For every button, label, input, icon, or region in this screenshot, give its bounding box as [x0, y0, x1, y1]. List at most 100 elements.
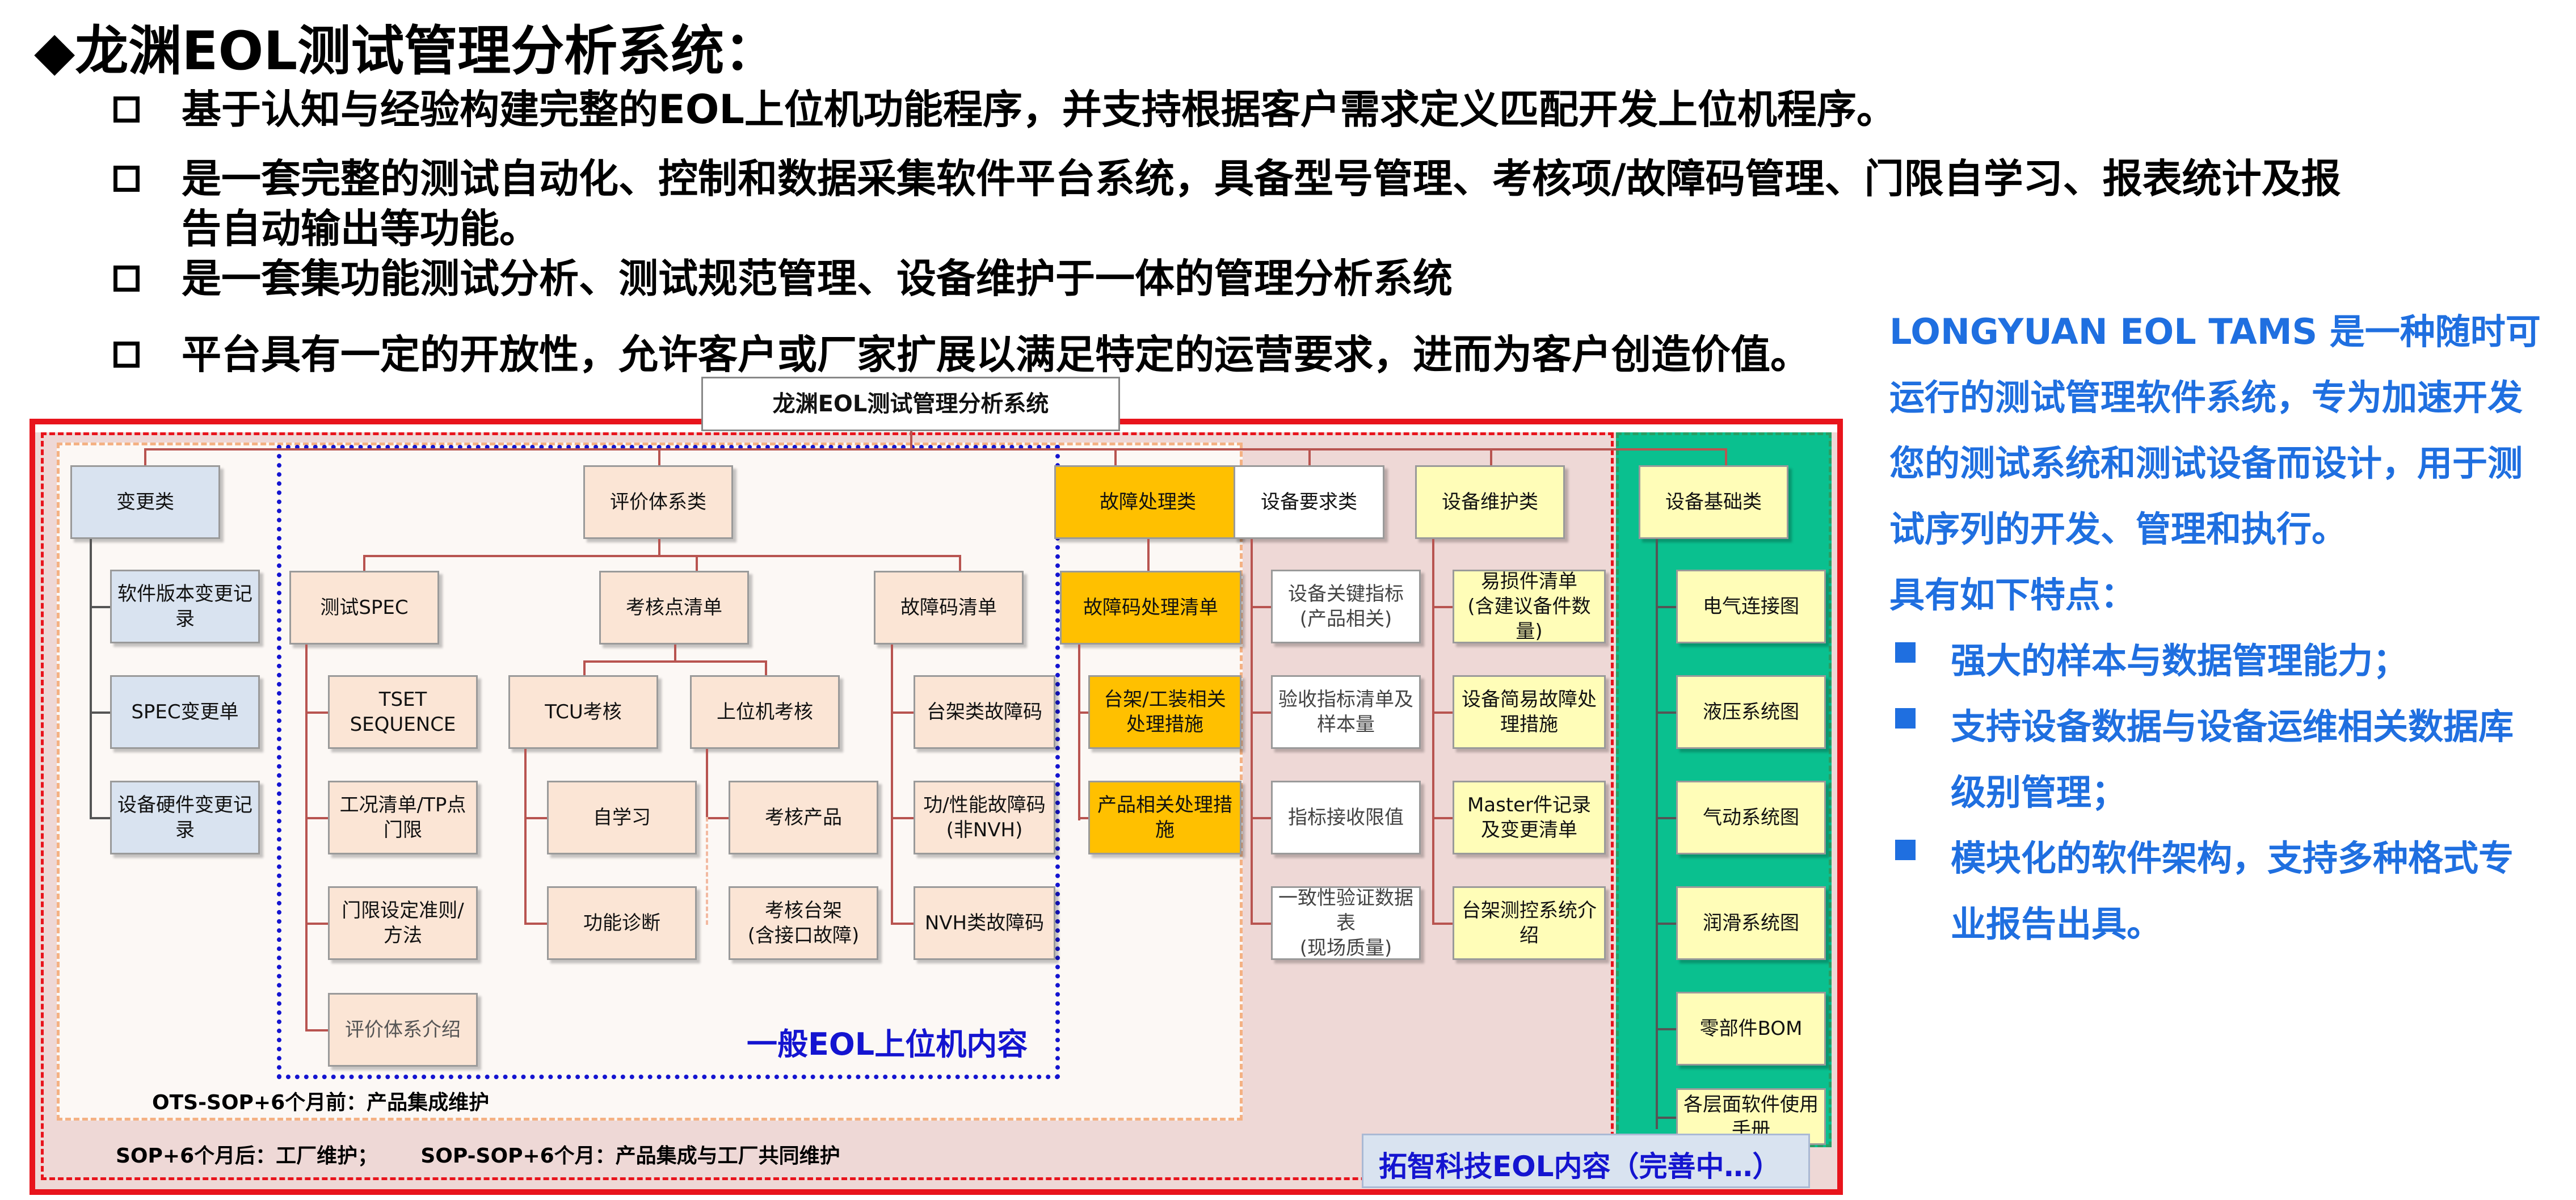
product-handling-measure-box: 产品相关处理措施 — [1088, 781, 1241, 854]
equipment-base-category-box: 设备基础类 — [1639, 465, 1788, 539]
page-title: ◆龙渊EOL测试管理分析系统： — [34, 20, 778, 82]
intro-line: LONGYUAN EOL TAMS 是一种随时可 — [1889, 311, 2541, 352]
connector — [1656, 1117, 1676, 1119]
connector — [1656, 817, 1676, 819]
connector — [524, 923, 547, 925]
check-product-box: 考核产品 — [729, 781, 878, 854]
wear-parts-list-box: 易损件清单 (含建议备件数量) — [1453, 570, 1606, 643]
square-bullet-icon — [113, 96, 140, 123]
bench-handling-measure-box: 台架/工装相关处理措施 — [1088, 675, 1241, 749]
connector — [1251, 817, 1271, 819]
connector — [658, 539, 660, 556]
bench-fault-code-box: 台架类故障码 — [914, 675, 1055, 749]
features-heading: 具有如下特点： — [1889, 574, 2136, 616]
connector — [1432, 817, 1453, 819]
fault-code-list-box: 故障码清单 — [874, 571, 1024, 645]
connector — [891, 923, 914, 925]
connector — [1656, 711, 1676, 714]
feature-item: 模块化的软件架构，支持多种格式专 — [1951, 837, 2514, 879]
self-learning-box: 自学习 — [547, 781, 697, 854]
equipment-maintenance-category-box: 设备维护类 — [1415, 465, 1565, 539]
tuozhi-label-box — [1362, 1134, 1810, 1188]
evaluation-intro-box: 评价体系介绍 — [328, 993, 478, 1067]
key-indicator-box: 设备关键指标 (产品相关) — [1271, 570, 1421, 643]
connector — [524, 817, 547, 819]
connector — [305, 1029, 328, 1031]
function-diagnosis-box: 功能诊断 — [547, 886, 697, 960]
square-bullet-icon — [113, 166, 140, 192]
connector — [1251, 539, 1253, 925]
general-eol-dotted-frame — [277, 445, 1060, 1079]
tcu-check-box: TCU考核 — [508, 675, 658, 749]
connector — [1251, 711, 1271, 714]
general-eol-label: 一般EOL上位机内容 — [747, 1026, 1028, 1062]
connector — [363, 555, 959, 557]
master-part-record-box: Master件记录及变更清单 — [1453, 781, 1606, 854]
connector — [1078, 645, 1080, 820]
performance-fault-code-box: 功/性能故障码 (非NVH) — [914, 781, 1055, 854]
connector — [1490, 448, 1492, 465]
test-spec-box: 测试SPEC — [289, 571, 439, 645]
connector — [305, 645, 308, 1030]
host-check-box: 上位机考核 — [690, 675, 840, 749]
connector — [910, 431, 912, 449]
connector — [583, 660, 586, 677]
connector — [1432, 606, 1453, 608]
feature-bullet-icon — [1895, 642, 1916, 663]
condition-list-box: 工况清单/TP点门限 — [328, 781, 478, 854]
connector — [1656, 539, 1658, 1129]
connector — [144, 448, 1725, 450]
connector — [658, 448, 660, 465]
connector — [891, 817, 914, 819]
connector — [144, 448, 146, 465]
connector — [1656, 1028, 1676, 1030]
feature-item-continued: 业报告出具。 — [1951, 903, 2162, 945]
connector — [706, 817, 729, 819]
connector — [305, 711, 328, 714]
connector — [524, 749, 527, 925]
root-node: 龙渊EOL测试管理分析系统 — [701, 377, 1120, 431]
connector — [891, 645, 893, 923]
pneumatic-diagram-box: 气动系统图 — [1676, 781, 1826, 854]
intro-line: 试序列的开发、管理和执行。 — [1889, 508, 2347, 550]
software-version-change-box: 软件版本变更记录 — [110, 570, 260, 643]
square-bullet-icon — [113, 266, 140, 292]
check-bench-box: 考核台架 (含接口故障) — [729, 886, 878, 960]
connector — [90, 606, 110, 608]
connector — [1114, 448, 1117, 465]
feature-item: 支持设备数据与设备运维相关数据库 — [1951, 706, 2514, 747]
feature-bullet-icon — [1895, 708, 1916, 729]
parts-bom-box: 零部件BOM — [1676, 992, 1826, 1066]
hardware-change-box: 设备硬件变更记录 — [110, 781, 260, 854]
connector — [90, 711, 110, 714]
connector — [1147, 539, 1150, 571]
bullet-text: 平台具有一定的开放性，允许客户或厂家扩展以满足特定的运营要求，进而为客户创造价值… — [182, 331, 1810, 378]
bullet-text: 是一套集功能测试分析、测试规范管理、设备维护于一体的管理分析系统 — [182, 255, 1453, 302]
connector — [305, 817, 328, 819]
bullet-text: 告自动输出等功能。 — [182, 205, 539, 252]
sop-dashed-frame — [41, 432, 1614, 1180]
connector — [1251, 923, 1271, 925]
connector — [90, 817, 110, 819]
connector — [583, 660, 765, 663]
bullet-text: 基于认知与经验构建完整的EOL上位机功能程序，并支持根据客户需求定义匹配开发上位… — [182, 86, 1896, 133]
connector — [90, 539, 92, 817]
connector — [1308, 448, 1311, 465]
threshold-criteria-box: 门限设定准则/方法 — [328, 886, 478, 960]
spec-change-box: SPEC变更单 — [110, 675, 260, 749]
intro-line: 运行的测试管理软件系统，专为加速开发 — [1889, 377, 2523, 418]
feature-item: 强大的样本与数据管理能力； — [1951, 640, 2409, 681]
bench-control-intro-box: 台架测控系统介绍 — [1453, 886, 1606, 960]
simple-fault-handling-box: 设备简易故障处理措施 — [1453, 675, 1606, 749]
nvh-fault-code-box: NVH类故障码 — [914, 886, 1055, 960]
connector — [959, 555, 961, 571]
connector — [765, 660, 767, 677]
acceptance-list-box: 验收指标清单及样本量 — [1271, 675, 1421, 749]
ots-maintenance-note: OTS-SOP+6个月前：产品集成维护 — [152, 1091, 490, 1114]
test-sequence-box: TSET SEQUENCE — [328, 675, 478, 749]
connector — [1432, 711, 1453, 714]
sop-maintenance-note: SOP+6个月后：工厂维护； SOP-SOP+6个月：产品集成与工厂共同维护 — [116, 1144, 840, 1168]
connector — [706, 749, 708, 817]
tuozhi-content-label: 拓智科技EOL内容（完善中…） — [1379, 1150, 1781, 1183]
evaluation-category-box: 评价体系类 — [583, 465, 733, 539]
